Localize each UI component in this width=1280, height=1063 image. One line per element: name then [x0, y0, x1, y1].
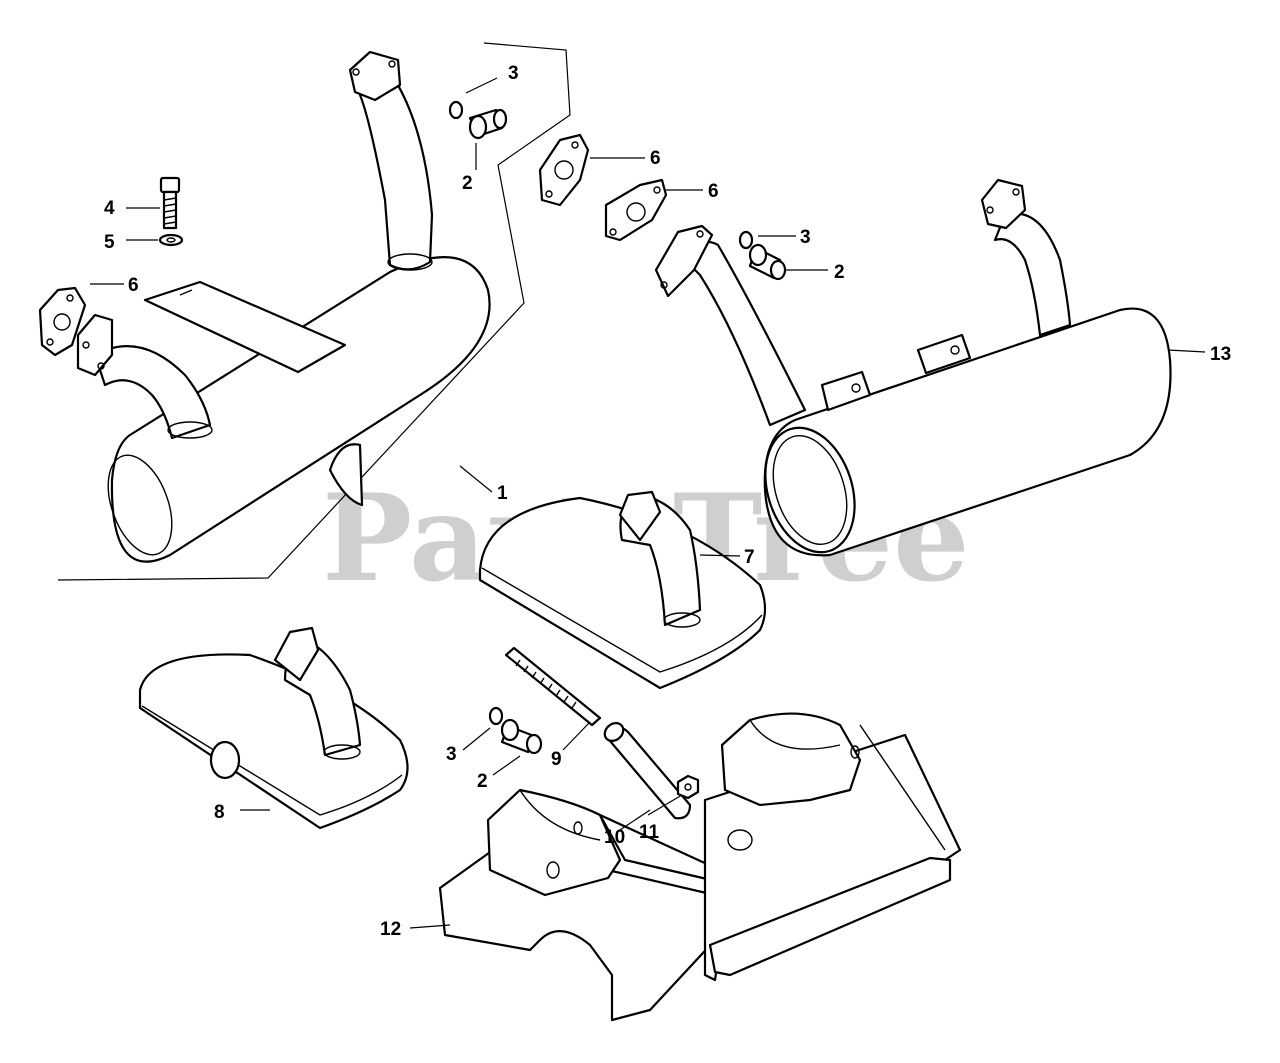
callout-leaders [90, 77, 1206, 929]
part-12-heat-shield [438, 712, 962, 1022]
callout-3-right: 3 [800, 227, 811, 248]
part-3-lockwasher-lower [488, 706, 504, 726]
callout-13: 13 [1210, 344, 1231, 365]
part-2-bolt-right [748, 243, 787, 281]
assembly-bracket-lines [57, 42, 571, 581]
part-8-flat-muffler [138, 626, 409, 830]
callout-6-middle: 6 [650, 148, 661, 169]
callout-3-lower: 3 [446, 744, 457, 765]
part-3-lockwasher-top [448, 100, 464, 120]
callout-7: 7 [744, 547, 755, 568]
callout-10: 10 [604, 827, 625, 848]
callout-4: 4 [104, 198, 115, 219]
part-6-gasket-middle [538, 133, 590, 207]
part-7-flat-muffler [478, 490, 767, 690]
part-9-stud [504, 646, 602, 727]
callout-2-top: 2 [462, 173, 473, 194]
part-1-muffler [76, 50, 491, 563]
callout-6-right: 6 [708, 181, 719, 202]
part-3-lockwasher-right [738, 230, 754, 250]
callout-3-top: 3 [508, 63, 519, 84]
callout-8: 8 [214, 802, 225, 823]
callout-2-right: 2 [834, 262, 845, 283]
callout-1: 1 [497, 483, 508, 504]
callout-2-lower: 2 [477, 771, 488, 792]
callout-labels: 3 2 4 5 6 6 6 3 2 13 1 7 8 3 2 9 10 11 1… [104, 63, 1231, 940]
part-6-gasket-right [604, 178, 668, 242]
part-6-gasket-left [38, 286, 87, 357]
part-10-spacer [603, 722, 692, 820]
callout-12: 12 [380, 919, 401, 940]
callout-9: 9 [551, 749, 562, 770]
part-4-bolt [159, 176, 181, 230]
callout-5: 5 [104, 232, 115, 253]
part-13-muffler [654, 178, 1172, 557]
callout-11: 11 [639, 822, 660, 843]
part-2-bolt-top [468, 108, 508, 140]
part-11-nut [676, 774, 700, 800]
part-5-washer [158, 233, 184, 247]
part-2-bolt-lower [500, 718, 543, 755]
callout-6-left: 6 [128, 275, 139, 296]
